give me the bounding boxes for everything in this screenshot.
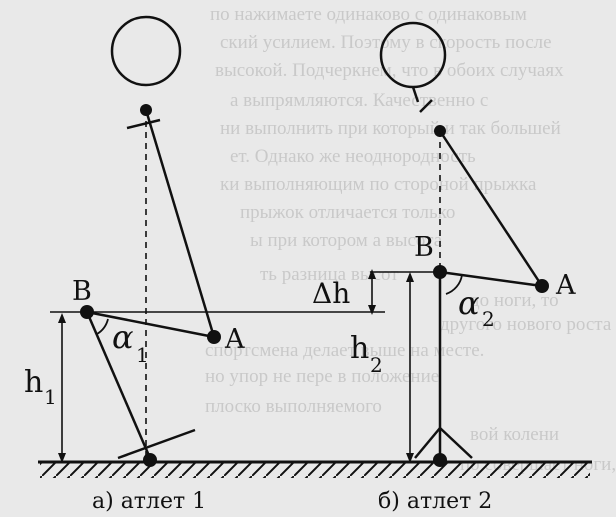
angle-arc-1 [96,318,109,335]
bg-line: но упор не пере в положение [205,366,439,387]
foot-line-left-2 [414,427,441,459]
label-h-1-sub: 1 [44,385,57,409]
neck-line-2 [411,86,420,103]
bg-line: прыжок отличается только [240,202,455,223]
label-A-1: A [224,324,245,355]
point-A-1 [207,330,221,344]
head-circle-1 [110,15,182,87]
label-B-2: B [414,232,434,263]
ground-hatching [40,462,590,478]
point-B-2 [433,265,447,279]
caption-athlete-2: б) атлет 2 [378,489,492,514]
bg-line: по нажимаете одинаково с одинаковым [210,4,527,25]
shoulder-tick-1 [126,118,161,130]
foot-line-1 [117,428,196,460]
shoulder-tick-2 [419,99,433,113]
bg-line: ы при котором а высота [250,230,443,251]
foot-point-1 [143,453,157,467]
label-h-1: h [24,365,43,400]
label-A-2: A [555,270,576,301]
foot-point-2 [433,453,447,467]
bg-line: спортсмена делает выше на месте. [205,340,484,361]
bg-line: ки выполняющим по стороной прыжка [220,174,537,195]
figure-athlete-2: B A α 2 Δh h 2 б) атлет 2 [312,21,576,514]
thigh-line-1 [86,310,215,339]
bg-line: высокой. Подчеркнем, что в обоих случаях [215,60,564,81]
bg-line: до ноги, то [470,290,559,311]
torso-line-1 [144,109,216,338]
torso-line-2 [438,130,544,287]
label-alpha-2: α [458,284,480,322]
background-text: по нажимаете одинаково с одинаковым ский… [205,4,616,475]
ground [38,460,592,478]
label-alpha-1-sub: 1 [136,343,149,367]
label-delta-h: Δh [312,277,350,310]
label-B-1: B [72,276,92,307]
point-B-1 [80,305,94,319]
bg-line: ть разница высот [260,264,399,285]
label-h-2: h [350,331,369,366]
bg-line: другого нового роста [440,314,612,335]
point-A-2 [535,279,549,293]
foot-line-right-2 [439,427,473,459]
caption-athlete-1: а) атлет 1 [92,489,206,514]
bg-line: а выпрямляются. Качественно с [230,90,488,111]
label-alpha-1: α [112,318,134,356]
bg-line: вой колени [470,424,559,445]
bg-line: ский усилием. Поэтому в скорость после [220,32,552,53]
angle-arc-2 [445,274,463,295]
bg-line: ни выполнить при который и так большей [220,118,561,139]
shin-line-1 [85,311,152,459]
label-alpha-2-sub: 2 [482,307,495,331]
figure-athlete-1: B A α 1 h 1 а) атлет 1 [24,15,245,514]
bg-line: плоско выполняемого [205,396,382,417]
label-h-2-sub: 2 [370,353,383,377]
thigh-line-2 [439,270,543,288]
bg-line: ет. Однако же неоднородность [230,146,476,167]
